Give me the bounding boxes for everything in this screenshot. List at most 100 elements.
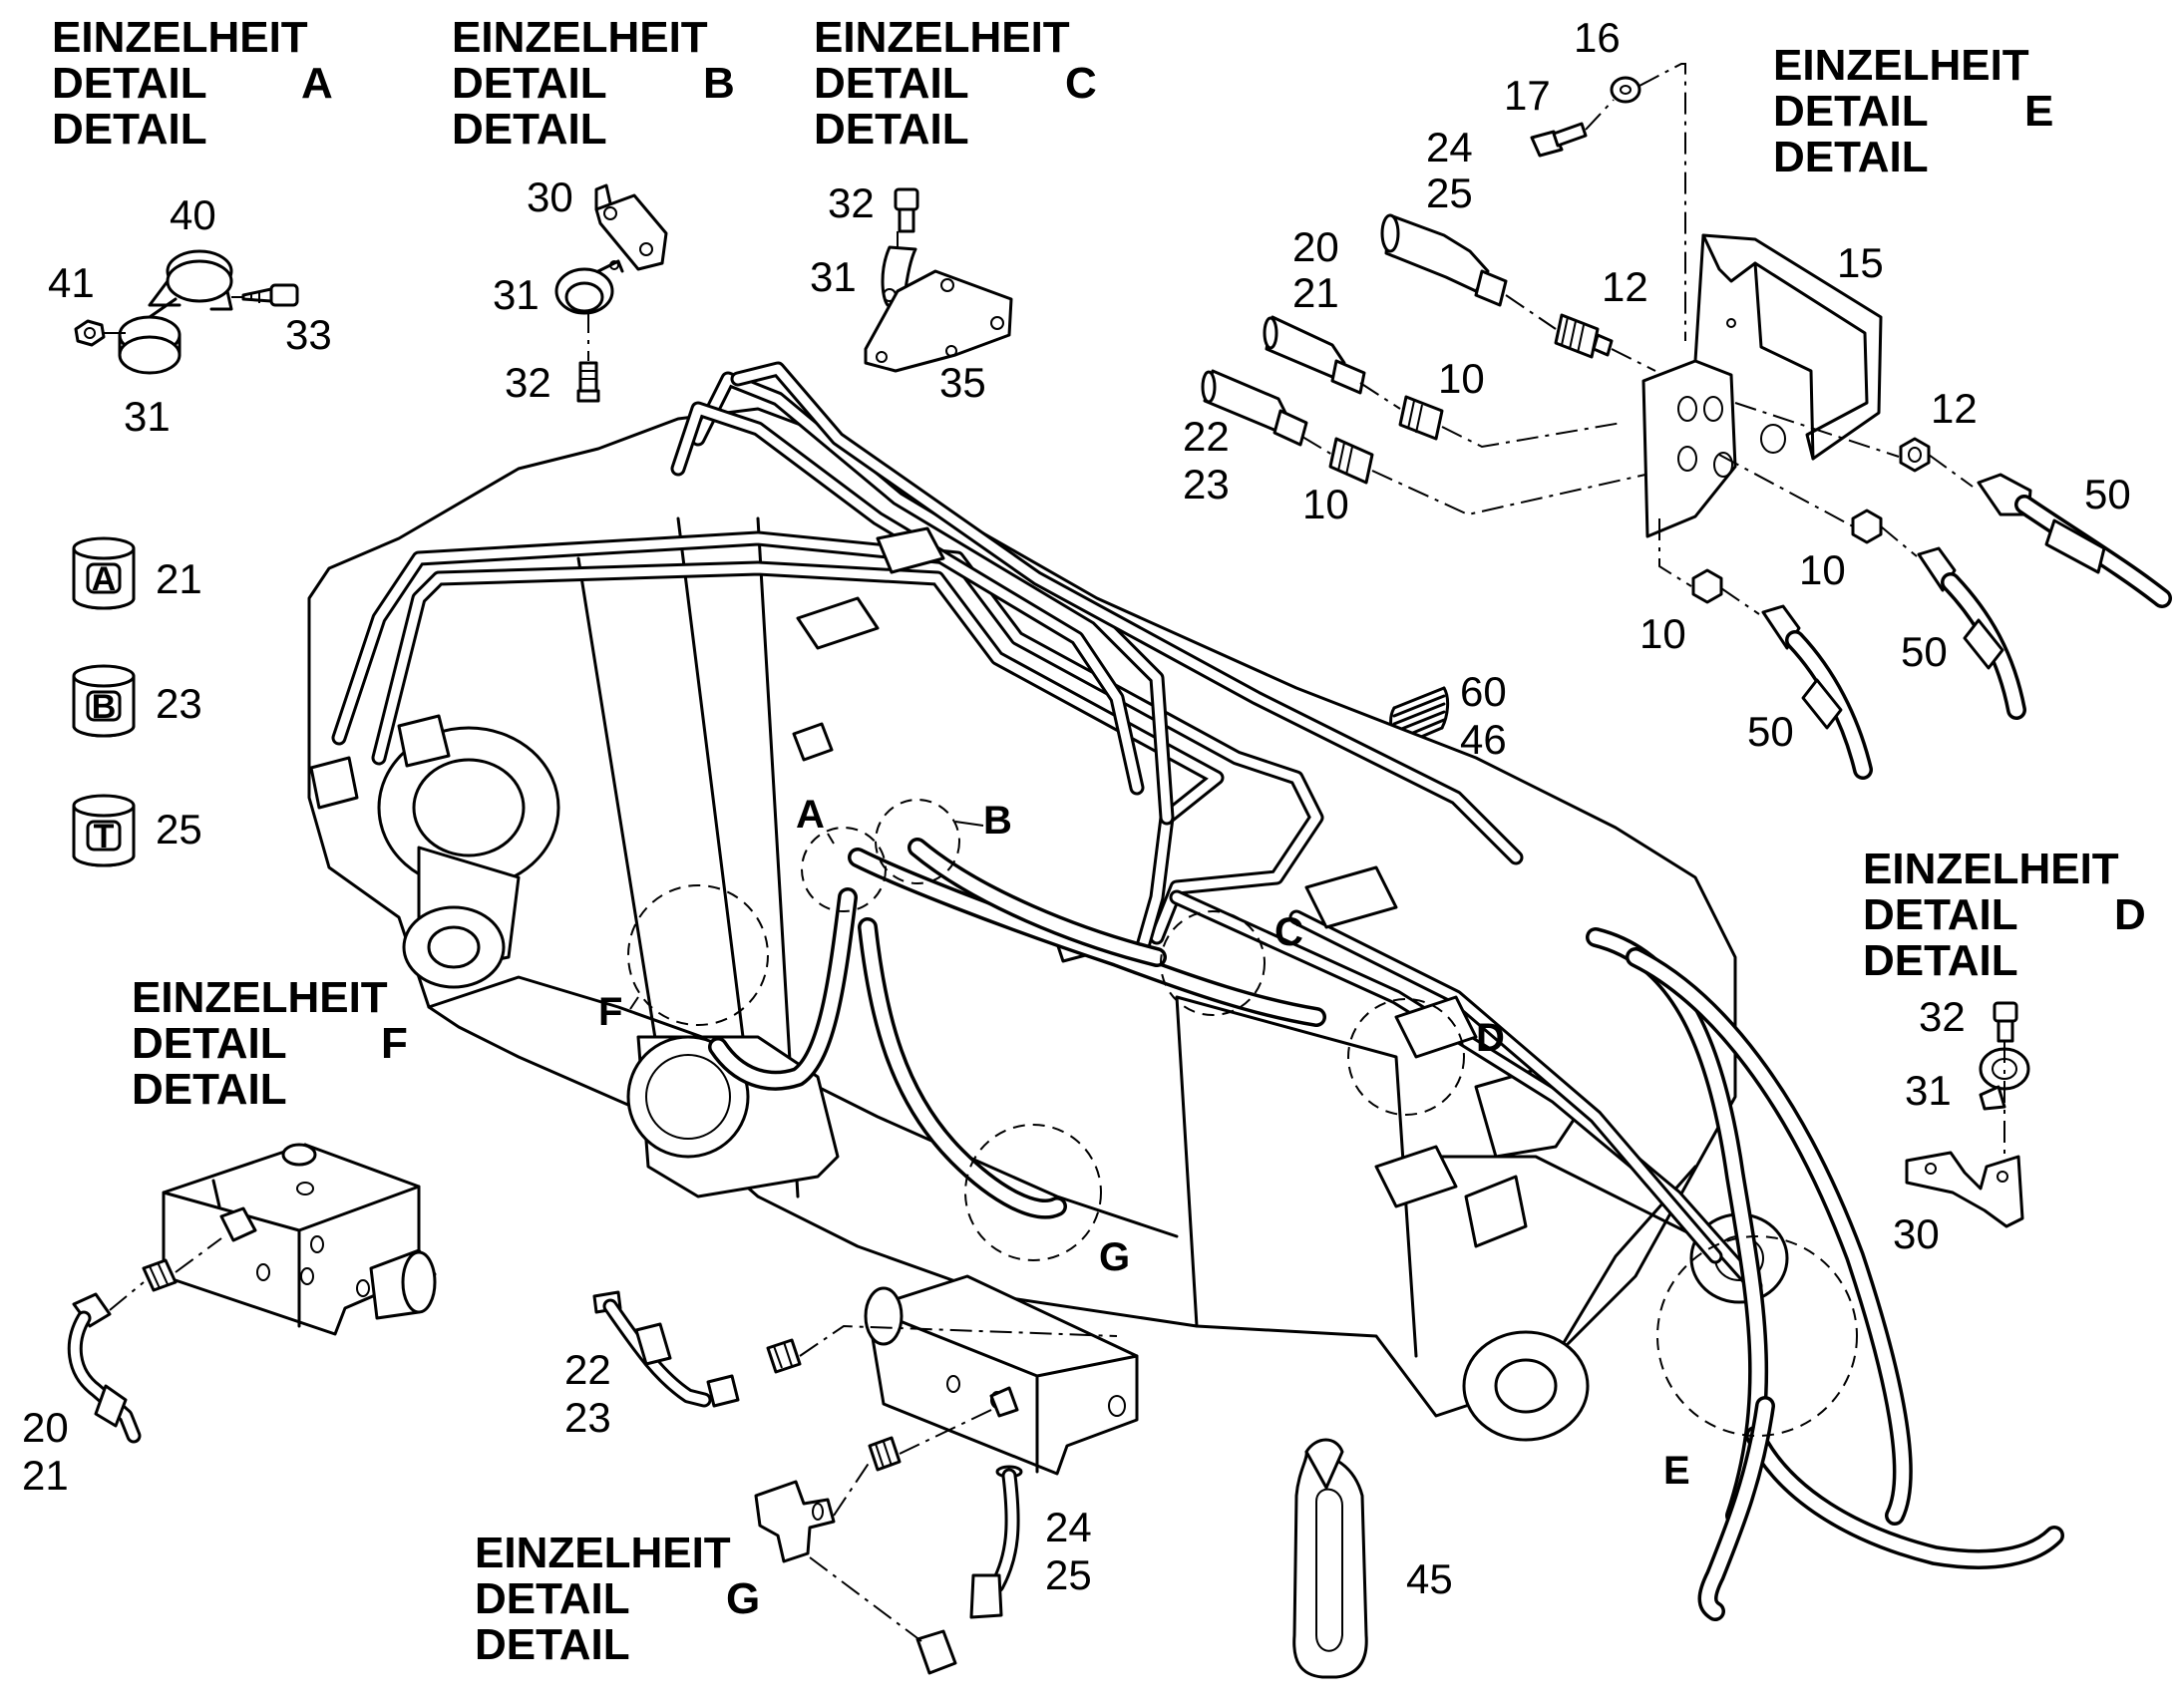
callout-16: 16 xyxy=(1574,14,1621,61)
fitting-12 xyxy=(1554,313,1614,359)
washer-16 xyxy=(1610,76,1641,104)
header-detail: DETAIL xyxy=(1773,87,1929,136)
callout-31: 31 xyxy=(493,271,540,318)
mounting-bracket-15 xyxy=(1641,233,1883,538)
detail-circle-d xyxy=(1347,998,1465,1116)
detail-marker-b: B xyxy=(983,799,1012,843)
callout-32: 32 xyxy=(505,359,551,406)
callout-10: 10 xyxy=(1302,481,1349,527)
callout-32: 32 xyxy=(828,179,875,226)
bolt-32 xyxy=(1993,1001,2018,1043)
callout-31: 31 xyxy=(810,253,857,300)
header-detail: DETAIL xyxy=(52,59,207,108)
assembly-line xyxy=(1720,454,1974,615)
detail-circle-f xyxy=(627,884,769,1026)
callout-31: 31 xyxy=(1905,1067,1952,1114)
detail-marker-g: G xyxy=(1099,1235,1130,1279)
detail-letter: G xyxy=(726,1574,760,1623)
callout-32: 32 xyxy=(1919,993,1966,1040)
callout-12: 12 xyxy=(1602,263,1648,310)
header-einzelheit: EINZELHEIT xyxy=(1773,41,2029,90)
callout-15: 15 xyxy=(1837,239,1884,286)
callout-45: 45 xyxy=(1406,1555,1453,1602)
valve-block xyxy=(864,1274,1139,1476)
assembly-line xyxy=(1359,382,1623,449)
assembly-line xyxy=(899,1409,992,1455)
callout-10: 10 xyxy=(1438,355,1485,402)
bolt-32 xyxy=(576,361,600,403)
assembly-line xyxy=(809,1556,922,1642)
header-detail: DETAIL xyxy=(814,105,969,154)
header-detail: DETAIL xyxy=(1863,936,2018,985)
boom-piping xyxy=(309,361,2064,1621)
header-detail: DETAIL xyxy=(814,59,969,108)
bolt-17 xyxy=(1530,122,1588,158)
callout-12: 12 xyxy=(1931,385,1978,432)
callout-24: 24 xyxy=(1426,124,1473,171)
detail-c-parts: 32 31 35 xyxy=(810,179,1013,406)
callout-50: 50 xyxy=(1901,628,1948,675)
hose-20-21 xyxy=(67,1292,142,1444)
pipe-clamp-31 xyxy=(118,297,182,375)
callout-25: 25 xyxy=(156,806,202,853)
callout-33: 33 xyxy=(285,311,332,358)
header-detail: DETAIL xyxy=(475,1574,630,1623)
callout-35: 35 xyxy=(939,359,986,406)
detail-markers: A B C D E F G xyxy=(598,793,1858,1493)
assembly-line xyxy=(175,1237,222,1273)
header-einzelheit: EINZELHEIT xyxy=(452,13,708,62)
header-einzelheit: EINZELHEIT xyxy=(814,13,1070,62)
header-detail-a: EINZELHEIT DETAIL DETAIL A xyxy=(52,13,333,154)
callout-60: 60 xyxy=(1460,668,1507,715)
callout-21: 21 xyxy=(156,555,202,602)
callout-23: 23 xyxy=(156,680,202,727)
callout-20: 20 xyxy=(22,1404,69,1451)
detail-letter: D xyxy=(2114,890,2146,939)
assembly-line xyxy=(1611,348,1656,372)
callout-30: 30 xyxy=(1893,1210,1940,1257)
detail-a-parts: 40 41 33 31 xyxy=(48,191,332,440)
band-45: 45 xyxy=(1292,1438,1453,1679)
detail-d-parts: 32 31 30 xyxy=(1893,993,2030,1257)
pipe-clamp-40 xyxy=(148,249,233,311)
nut-10 xyxy=(1851,509,1883,544)
detail-circle-g xyxy=(964,1124,1102,1261)
sleeve-a: A 21 xyxy=(72,536,202,610)
fitting-10 xyxy=(1328,437,1374,485)
sleeve-mark: T xyxy=(94,818,115,855)
header-einzelheit: EINZELHEIT xyxy=(1863,845,2119,893)
assembly-line xyxy=(799,1324,1118,1357)
detail-f-parts: 20 21 xyxy=(22,1143,437,1499)
bracket-30 xyxy=(1905,1151,2024,1228)
callout-10: 10 xyxy=(1799,546,1846,593)
assembly-line xyxy=(1658,402,1900,587)
callout-24: 24 xyxy=(1045,1504,1092,1550)
fitting-adapter xyxy=(142,1258,178,1292)
callout-10: 10 xyxy=(1639,610,1686,657)
callout-25: 25 xyxy=(1045,1551,1092,1598)
detail-circle-c xyxy=(1160,910,1266,1016)
detail-marker-a: A xyxy=(796,793,825,837)
assembly-line xyxy=(109,1281,145,1311)
callout-41: 41 xyxy=(48,259,95,306)
hose-22-23 xyxy=(592,1290,740,1408)
sensor-fitting xyxy=(868,1436,902,1472)
detail-letter: F xyxy=(381,1019,408,1068)
sleeve-b: B 23 xyxy=(72,664,202,738)
detail-b-parts: 30 31 32 xyxy=(493,173,668,406)
header-einzelheit: EINZELHEIT xyxy=(475,1529,731,1577)
fitting-adapter xyxy=(766,1338,802,1374)
nut-12 xyxy=(1899,437,1931,473)
fitting-10 xyxy=(1398,395,1444,441)
header-detail: DETAIL xyxy=(452,59,607,108)
callout-30: 30 xyxy=(527,173,573,220)
nut-10 xyxy=(1691,568,1723,604)
header-detail-f: EINZELHEIT DETAIL DETAIL F xyxy=(132,973,408,1114)
header-detail-g: EINZELHEIT DETAIL DETAIL G xyxy=(475,1529,760,1669)
header-detail-d: EINZELHEIT DETAIL DETAIL D xyxy=(1863,845,2146,985)
sleeve-mark: A xyxy=(92,560,117,598)
header-detail: DETAIL xyxy=(475,1620,630,1669)
callout-20: 20 xyxy=(1292,223,1339,270)
callout-25: 25 xyxy=(1426,170,1473,216)
